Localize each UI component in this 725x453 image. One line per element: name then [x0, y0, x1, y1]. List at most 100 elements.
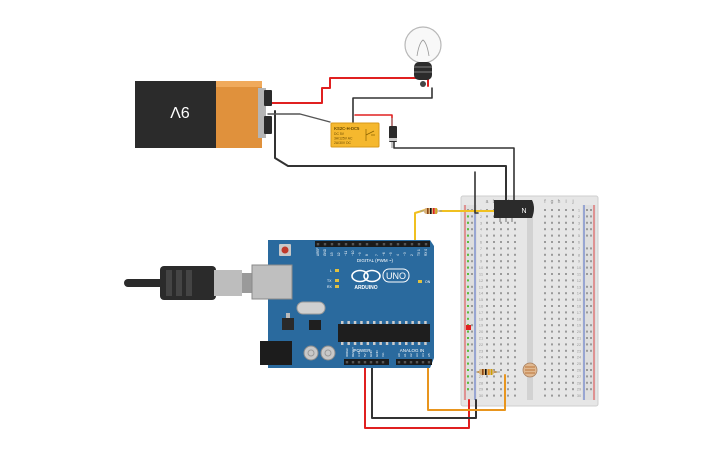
- row-number: 3: [480, 220, 483, 225]
- breadboard-hole: [486, 311, 488, 314]
- breadboard-hole: [558, 253, 560, 256]
- mcu-pin: [385, 342, 389, 345]
- power-pin-hole: [357, 361, 361, 364]
- battery-terminal-positive: [264, 90, 272, 106]
- rail-hole: [586, 292, 588, 295]
- mcu-pin: [417, 342, 421, 345]
- rail-hole-active: [467, 381, 469, 384]
- usb-connector-plug: [214, 270, 242, 296]
- breadboard-hole: [500, 292, 502, 295]
- diode-band: [389, 138, 397, 141]
- usb-cable[interactable]: [124, 266, 252, 300]
- rail-hole-active: [467, 375, 469, 378]
- diode[interactable]: [389, 118, 397, 148]
- breadboard-hole: [486, 253, 488, 256]
- breadboard-hole: [565, 356, 567, 359]
- transistor-label: N: [521, 208, 526, 215]
- row-number: 7: [578, 246, 581, 251]
- breadboard-hole: [493, 273, 495, 275]
- row-number: 27: [479, 374, 484, 379]
- analog-pin-hole: [403, 361, 407, 364]
- mcu-pin: [398, 321, 402, 324]
- rail-hole: [471, 285, 473, 288]
- analog-pin-label: A4: [421, 353, 425, 357]
- breadboard-hole: [565, 292, 567, 295]
- arduino-power-header: [344, 359, 389, 365]
- breadboard-hole: [486, 292, 488, 295]
- row-number: 17: [577, 310, 582, 315]
- photoresistor[interactable]: [522, 362, 538, 378]
- mcu-pin: [379, 342, 382, 345]
- rail-hole-active: [467, 317, 469, 320]
- breadboard-hole: [493, 285, 495, 288]
- breadboard-hole: [493, 279, 495, 282]
- digital-pin-label: ~11: [344, 251, 348, 256]
- breadboard-hole: [507, 369, 509, 371]
- breadboard-hole: [572, 394, 574, 397]
- breadboard-hole: [514, 394, 516, 397]
- analog-label: ANALOG IN: [400, 348, 425, 353]
- breadboard-hole: [565, 209, 567, 211]
- breadboard-hole: [565, 337, 567, 339]
- digital-pin-label: 2: [410, 254, 414, 256]
- row-number: 3: [578, 220, 581, 225]
- rail-hole: [590, 292, 592, 295]
- arduino-capacitor-1: [303, 345, 319, 361]
- breadboard-hole: [507, 279, 509, 282]
- rail-hole: [471, 349, 473, 352]
- rail-hole: [586, 273, 588, 275]
- rail-hole: [471, 253, 473, 256]
- analog-pin-hole: [409, 361, 413, 364]
- breadboard-hole: [572, 381, 574, 384]
- row-number: 23: [479, 348, 484, 353]
- breadboard-hole: [558, 343, 560, 346]
- breadboard-hole: [486, 260, 488, 263]
- breadboard-hole: [507, 349, 509, 352]
- rail-hole-active: [467, 241, 469, 243]
- row-number: 22: [577, 342, 582, 347]
- wire-diode-to-transistor-black: [393, 140, 515, 205]
- digital-pin-label: ~3: [403, 252, 407, 256]
- digital-pin-hole: [410, 243, 414, 246]
- rail-hole: [471, 228, 473, 231]
- breadboard-hole: [507, 362, 509, 365]
- relay-module[interactable]: KS2C-H-DC5 DC 5V 3A/125V AC 2A/30V DC: [330, 122, 380, 148]
- light-bulb[interactable]: [404, 26, 442, 87]
- resistor-divider[interactable]: [476, 369, 500, 375]
- digital-pin-hole: [351, 243, 355, 246]
- breadboard-hole: [493, 394, 495, 397]
- battery-9v[interactable]: 9V: [135, 81, 272, 148]
- breadboard-hole: [486, 337, 488, 339]
- power-label: POWER: [353, 348, 371, 353]
- breadboard-hole: [514, 273, 516, 275]
- wire-battery-to-relay-red: [267, 77, 429, 104]
- rail-hole: [590, 343, 592, 346]
- battery-terminal-negative: [264, 116, 272, 134]
- breadboard-hole: [544, 394, 546, 397]
- resistor-base[interactable]: [420, 208, 442, 214]
- breadboard-hole: [544, 343, 546, 346]
- breadboard-hole: [565, 388, 567, 391]
- rail-hole: [586, 266, 588, 269]
- transistor[interactable]: N: [494, 200, 534, 222]
- digital-label: DIGITAL (PWM ~): [357, 258, 394, 263]
- breadboard-hole: [544, 221, 546, 224]
- breadboard-hole: [507, 324, 509, 327]
- breadboard-hole: [572, 388, 574, 391]
- breadboard-hole: [544, 279, 546, 282]
- breadboard-hole: [572, 285, 574, 288]
- digital-pin-label: RX 0: [424, 249, 428, 256]
- breadboard-hole: [551, 285, 553, 288]
- breadboard-hole: [544, 375, 546, 378]
- right-power-rail: [582, 205, 596, 400]
- breadboard-hole: [514, 317, 516, 320]
- wire-bulb-to-relay-black: [352, 87, 433, 123]
- analog-pin-hole: [415, 361, 419, 364]
- row-number: 29: [479, 387, 484, 392]
- breadboard: a b c d e f g h i j 11223344556677889910…: [460, 195, 599, 407]
- breadboard-hole: [507, 228, 509, 231]
- row-number: 27: [577, 374, 582, 379]
